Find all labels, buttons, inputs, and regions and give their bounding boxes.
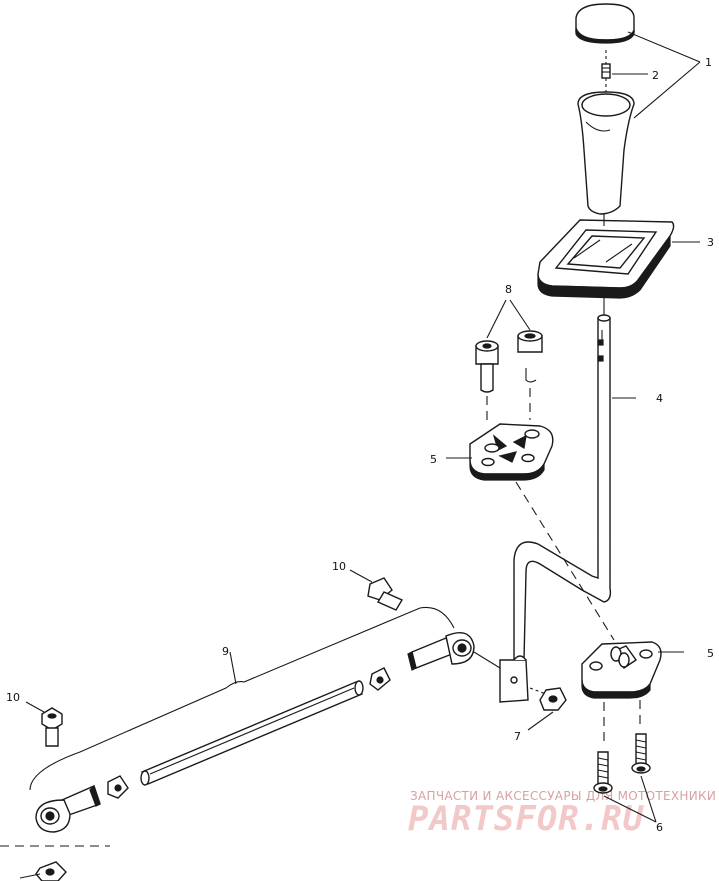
shift-handle xyxy=(577,91,635,215)
callout-5-upper: 5 xyxy=(430,453,437,466)
callout-6: 6 xyxy=(656,821,663,834)
leader-8a xyxy=(486,299,507,339)
tie-rod-end-right xyxy=(407,632,501,671)
leader-1b xyxy=(633,61,701,119)
jam-nut-right xyxy=(369,667,391,691)
watermark-caption: ЗАПЧАСТИ И АКСЕССУАРЫ ДЛЯ МОТОТЕХНИКИ xyxy=(410,789,716,803)
leader-8b xyxy=(509,299,531,331)
watermark-brand: PARTSFOR.RU xyxy=(408,799,645,839)
bolt-10-lower xyxy=(25,701,63,747)
callout-1: 1 xyxy=(705,56,712,69)
callout-9: 9 xyxy=(222,645,229,658)
callout-8: 8 xyxy=(505,283,512,296)
leader-1a xyxy=(627,31,701,63)
long-rod xyxy=(140,680,364,786)
watermark: ЗАПЧАСТИ И АКСЕССУАРЫ ДЛЯ МОТОТЕХНИКИ PA… xyxy=(408,789,716,839)
nut-8 xyxy=(517,330,543,383)
screw-6b xyxy=(631,733,651,774)
nut-7 xyxy=(527,687,567,731)
callout-3: 3 xyxy=(707,236,714,249)
knob-cap xyxy=(575,3,635,44)
screw-6a xyxy=(593,751,613,794)
shift-rod xyxy=(499,314,636,703)
callout-5-lower: 5 xyxy=(707,647,714,660)
lower-bracket xyxy=(581,641,684,699)
set-screw xyxy=(601,50,611,92)
callout-2: 2 xyxy=(652,69,659,82)
bolt-10-upper xyxy=(349,569,404,611)
bracket-9 xyxy=(29,606,455,791)
nut-bottom-left xyxy=(19,861,67,881)
bolt-8 xyxy=(475,340,499,393)
callout-7: 7 xyxy=(514,730,521,743)
tie-rod-end-left xyxy=(35,784,101,833)
shift-boot xyxy=(537,219,700,299)
callout-4: 4 xyxy=(656,392,663,405)
upper-bracket xyxy=(446,423,554,481)
callout-10-upper: 10 xyxy=(332,560,346,573)
callout-10-lower: 10 xyxy=(6,691,20,704)
jam-nut-left xyxy=(107,775,129,799)
